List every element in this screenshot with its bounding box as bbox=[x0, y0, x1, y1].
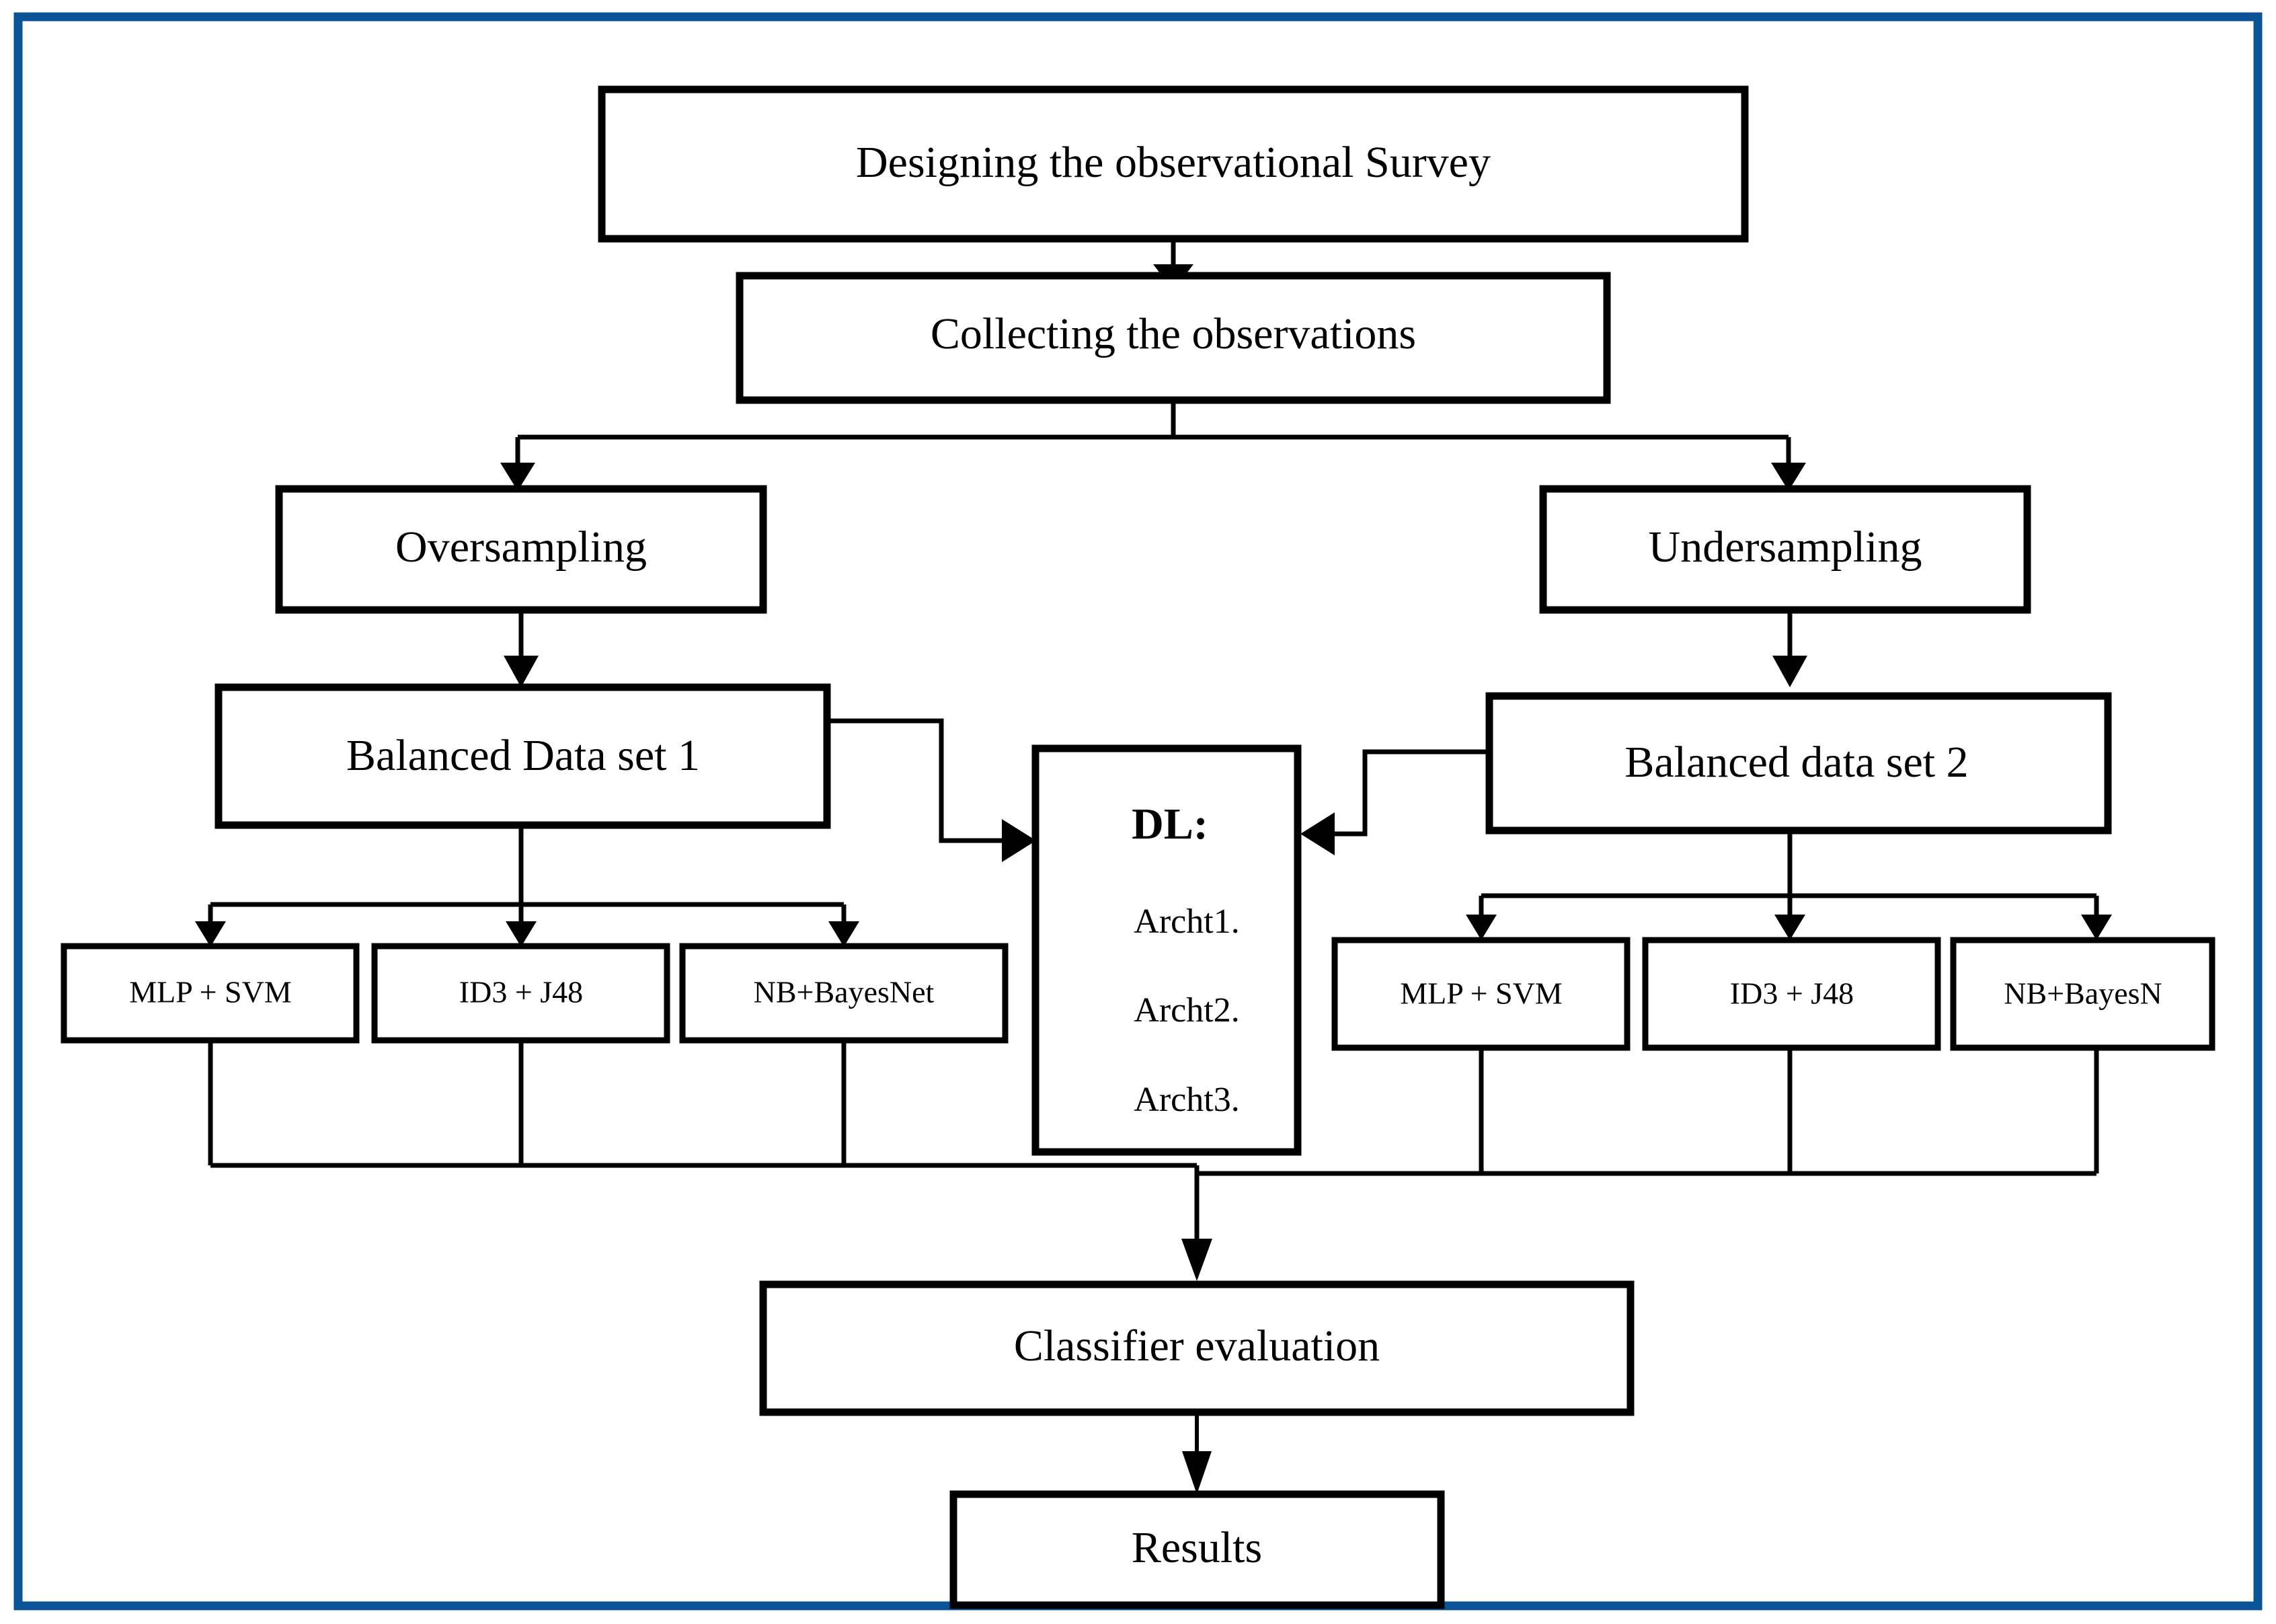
edge-balanced1-to-dl bbox=[828, 718, 1009, 843]
node-dl-item-2-label: Archt2. bbox=[1134, 991, 1239, 1030]
node-right-classifier-2[interactable]: ID3 + J48 bbox=[1642, 937, 1941, 1051]
arrowhead-balanced1-to-dl bbox=[1002, 819, 1036, 862]
node-right-classifier-1-label: MLP + SVM bbox=[1400, 976, 1563, 1011]
node-designing-survey-box[interactable] bbox=[598, 85, 1749, 243]
node-dl-title-label: DL: bbox=[1132, 800, 1208, 849]
node-left-classifier-1-label: MLP + SVM bbox=[129, 975, 292, 1009]
node-right-classifier-1[interactable]: MLP + SVM bbox=[1331, 937, 1631, 1051]
node-left-classifier-2-box[interactable] bbox=[371, 943, 670, 1044]
arrowhead-left-classifier-2 bbox=[506, 921, 537, 947]
node-right-classifier-3-label: NB+BayesN bbox=[2004, 976, 2162, 1011]
edge-balanced2-to-dl bbox=[1328, 749, 1493, 837]
node-designing-survey[interactable]: Designing the observational Survey bbox=[598, 85, 1749, 243]
arrowhead-right-classifier-1 bbox=[1466, 915, 1497, 940]
arrowhead-to-results bbox=[1182, 1451, 1212, 1494]
node-collecting-observations-box[interactable] bbox=[736, 272, 1611, 404]
node-balanced-data-set-2[interactable]: Balanced data set 2 bbox=[1485, 692, 2112, 835]
node-collecting-observations-label: Collecting the observations bbox=[931, 309, 1416, 358]
arrowhead-to-balanced2 bbox=[1772, 656, 1807, 687]
node-balanced-data-set-1-label: Balanced Data set 1 bbox=[346, 731, 700, 780]
node-right-classifier-3[interactable]: NB+BayesN bbox=[1950, 937, 2215, 1051]
node-right-classifier-3-box[interactable] bbox=[1950, 937, 2215, 1051]
node-classifier-evaluation[interactable]: Classifier evaluation bbox=[759, 1280, 1635, 1416]
node-left-classifier-3-box[interactable] bbox=[679, 943, 1009, 1044]
node-classifier-evaluation-label: Classifier evaluation bbox=[1014, 1321, 1380, 1370]
node-dl-architectures-box[interactable] bbox=[1031, 744, 1302, 1156]
arrowhead-right-classifier-2 bbox=[1774, 915, 1805, 940]
node-designing-survey-label: Designing the observational Survey bbox=[856, 138, 1491, 187]
node-oversampling-label: Oversampling bbox=[395, 523, 647, 572]
node-classifier-evaluation-box[interactable] bbox=[759, 1280, 1635, 1416]
node-balanced-data-set-2-label: Balanced data set 2 bbox=[1624, 738, 1968, 787]
node-left-classifier-1-box[interactable] bbox=[61, 943, 360, 1044]
node-collecting-observations[interactable]: Collecting the observations bbox=[736, 272, 1611, 404]
node-undersampling-box[interactable] bbox=[1539, 485, 2031, 614]
node-balanced-data-set-2-box[interactable] bbox=[1485, 692, 2112, 835]
node-balanced-data-set-1-box[interactable] bbox=[214, 683, 831, 829]
connector-layer bbox=[195, 237, 2112, 1494]
node-left-classifier-3-label: NB+BayesNet bbox=[754, 975, 935, 1009]
node-left-classifier-2[interactable]: ID3 + J48 bbox=[371, 943, 670, 1044]
node-undersampling[interactable]: Undersampling bbox=[1539, 485, 2031, 614]
arrowhead-to-undersampling bbox=[1771, 463, 1806, 491]
node-left-classifier-1[interactable]: MLP + SVM bbox=[61, 943, 360, 1044]
arrowhead-to-oversampling bbox=[500, 463, 535, 491]
node-results[interactable]: Results bbox=[949, 1490, 1445, 1609]
node-oversampling[interactable]: Oversampling bbox=[275, 485, 767, 614]
node-oversampling-box[interactable] bbox=[275, 485, 767, 614]
node-dl-item-3-label: Archt3. bbox=[1134, 1081, 1239, 1119]
arrowhead-left-classifier-1 bbox=[195, 921, 226, 947]
arrowhead-balanced2-to-dl bbox=[1300, 812, 1335, 855]
node-left-classifier-2-label: ID3 + J48 bbox=[459, 975, 583, 1009]
node-right-classifier-1-box[interactable] bbox=[1331, 937, 1631, 1051]
node-undersampling-label: Undersampling bbox=[1649, 523, 1922, 572]
node-right-classifier-2-box[interactable] bbox=[1642, 937, 1941, 1051]
node-balanced-data-set-1[interactable]: Balanced Data set 1 bbox=[214, 683, 831, 829]
arrowhead-right-classifier-3 bbox=[2081, 915, 2112, 940]
arrowhead-to-balanced1 bbox=[504, 656, 539, 687]
node-left-classifier-3[interactable]: NB+BayesNet bbox=[679, 943, 1009, 1044]
node-right-classifier-2-label: ID3 + J48 bbox=[1730, 976, 1854, 1011]
node-results-box[interactable] bbox=[949, 1490, 1445, 1609]
node-dl-architectures[interactable]: DL: Archt1. Archt2. Archt3. bbox=[1031, 744, 1302, 1156]
node-dl-item-1-label: Archt1. bbox=[1134, 902, 1239, 941]
arrowhead-to-evaluation bbox=[1181, 1239, 1212, 1281]
arrowhead-left-classifier-3 bbox=[828, 921, 859, 947]
node-results-label: Results bbox=[1132, 1523, 1262, 1572]
